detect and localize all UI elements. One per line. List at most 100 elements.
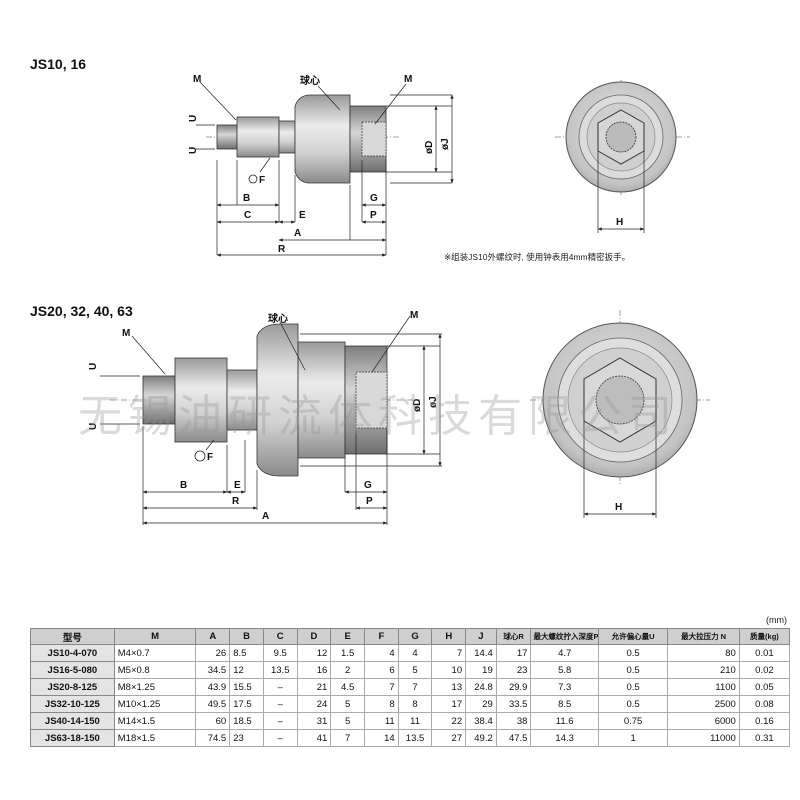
table-cell: 16 <box>296 661 332 679</box>
table-cell: – <box>262 729 298 747</box>
table-cell: 33.5 <box>495 695 532 713</box>
table-cell: 12 <box>229 661 264 679</box>
table-cell: 4.5 <box>330 678 365 696</box>
neck <box>226 369 258 431</box>
table-cell: 49.2 <box>465 729 497 747</box>
label-g: G <box>370 193 378 204</box>
table-cell: 11 <box>364 712 399 730</box>
table-cell: 7 <box>431 644 467 662</box>
table-cell: 7.3 <box>530 678 599 696</box>
table-cell: 5.8 <box>530 661 599 679</box>
neck <box>278 120 296 154</box>
table-cell: 38 <box>495 712 532 730</box>
side-view-js10-16 <box>196 81 454 257</box>
table-cell: 2 <box>330 661 365 679</box>
table-cell: 4 <box>397 644 433 662</box>
table-cell: 60 <box>195 712 231 730</box>
table-cell: 27 <box>431 729 467 747</box>
thread-bore <box>355 371 388 429</box>
model-cell: JS63-18-150 <box>30 729 115 747</box>
col-header: F <box>364 628 399 645</box>
table-cell: 0.05 <box>738 678 791 696</box>
model-cell: JS10-4-070 <box>30 644 115 662</box>
col-header: B <box>229 628 264 645</box>
col-header: M <box>113 628 197 645</box>
table-cell: 8 <box>397 695 433 713</box>
label-u: U <box>88 423 99 430</box>
table-cell: M5×0.8 <box>113 661 197 679</box>
col-header: J <box>465 628 497 645</box>
table-cell: 0.08 <box>738 695 791 713</box>
table-cell: – <box>262 695 298 713</box>
table-cell: 210 <box>667 661 740 679</box>
table-cell: 0.5 <box>597 661 669 679</box>
table-header-row: 型号 M A B C D E F G H J 球心R 最大螺纹拧入深度P 允许偏… <box>30 628 791 645</box>
table-cell: 43.9 <box>195 678 231 696</box>
ball-cap <box>256 323 299 477</box>
table-cell: 23 <box>495 661 532 679</box>
table-cell: 17 <box>431 695 467 713</box>
table-cell: 13 <box>431 678 467 696</box>
table-cell: 5 <box>330 695 365 713</box>
table-cell: 1.5 <box>330 644 365 662</box>
label-p: P <box>370 210 377 221</box>
model-cell: JS32-10-125 <box>30 695 115 713</box>
labels-top-side: M U U F B C E G P A R 球心 M øD øJ <box>188 74 451 255</box>
table-cell: 14.4 <box>465 644 497 662</box>
label-ball-center: 球心 <box>268 312 288 325</box>
table-cell: 17.5 <box>229 695 264 713</box>
table-cell: 31 <box>296 712 332 730</box>
thread-stud <box>216 124 238 150</box>
table-cell: 14.3 <box>530 729 599 747</box>
col-header: 质量(kg) <box>738 628 791 645</box>
end-view-js20-63: H <box>530 310 710 518</box>
table-cell: 34.5 <box>195 661 231 679</box>
table-cell: 5 <box>330 712 365 730</box>
table-cell: 74.5 <box>195 729 231 747</box>
table-cell: 8.5 <box>229 644 264 662</box>
label-m: M <box>193 74 201 85</box>
label-m-bore: M <box>410 310 418 321</box>
table-cell: 2500 <box>667 695 740 713</box>
col-header: G <box>397 628 433 645</box>
label-m: M <box>122 328 130 339</box>
label-h: H <box>616 217 623 228</box>
table-cell: 80 <box>667 644 740 662</box>
table-cell: 47.5 <box>495 729 532 747</box>
table-cell: 26 <box>195 644 231 662</box>
table-cell: 4 <box>364 644 399 662</box>
col-header: C <box>262 628 298 645</box>
table-cell: 13.5 <box>397 729 433 747</box>
label-f: F <box>259 175 265 186</box>
label-ball-center: 球心 <box>300 74 320 87</box>
label-b: B <box>180 480 187 491</box>
label-u: U <box>88 363 99 370</box>
table-cell: 5 <box>397 661 433 679</box>
table-cell: 1 <box>597 729 669 747</box>
table-cell: 6 <box>364 661 399 679</box>
side-view-js20-63 <box>100 315 442 525</box>
col-header: 最大拉压力 N <box>667 628 740 645</box>
table-cell: 12 <box>296 644 332 662</box>
label-c: C <box>244 210 251 221</box>
table-cell: 24.8 <box>465 678 497 696</box>
table-cell: 0.01 <box>738 644 791 662</box>
table-cell: 11.6 <box>530 712 599 730</box>
table-cell: 7 <box>397 678 433 696</box>
table-cell: 17 <box>495 644 532 662</box>
unit-label: (mm) <box>766 615 787 625</box>
label-f: F <box>207 452 213 463</box>
table-cell: M14×1.5 <box>113 712 197 730</box>
label-r: R <box>278 244 286 255</box>
label-d: øD <box>412 399 423 412</box>
model-cell: JS40-14-150 <box>30 712 115 730</box>
table-cell: 1100 <box>667 678 740 696</box>
col-header: 球心R <box>495 628 532 645</box>
table-cell: 0.02 <box>738 661 791 679</box>
table-cell: 21 <box>296 678 332 696</box>
table-cell: M8×1.25 <box>113 678 197 696</box>
table-cell: 29 <box>465 695 497 713</box>
